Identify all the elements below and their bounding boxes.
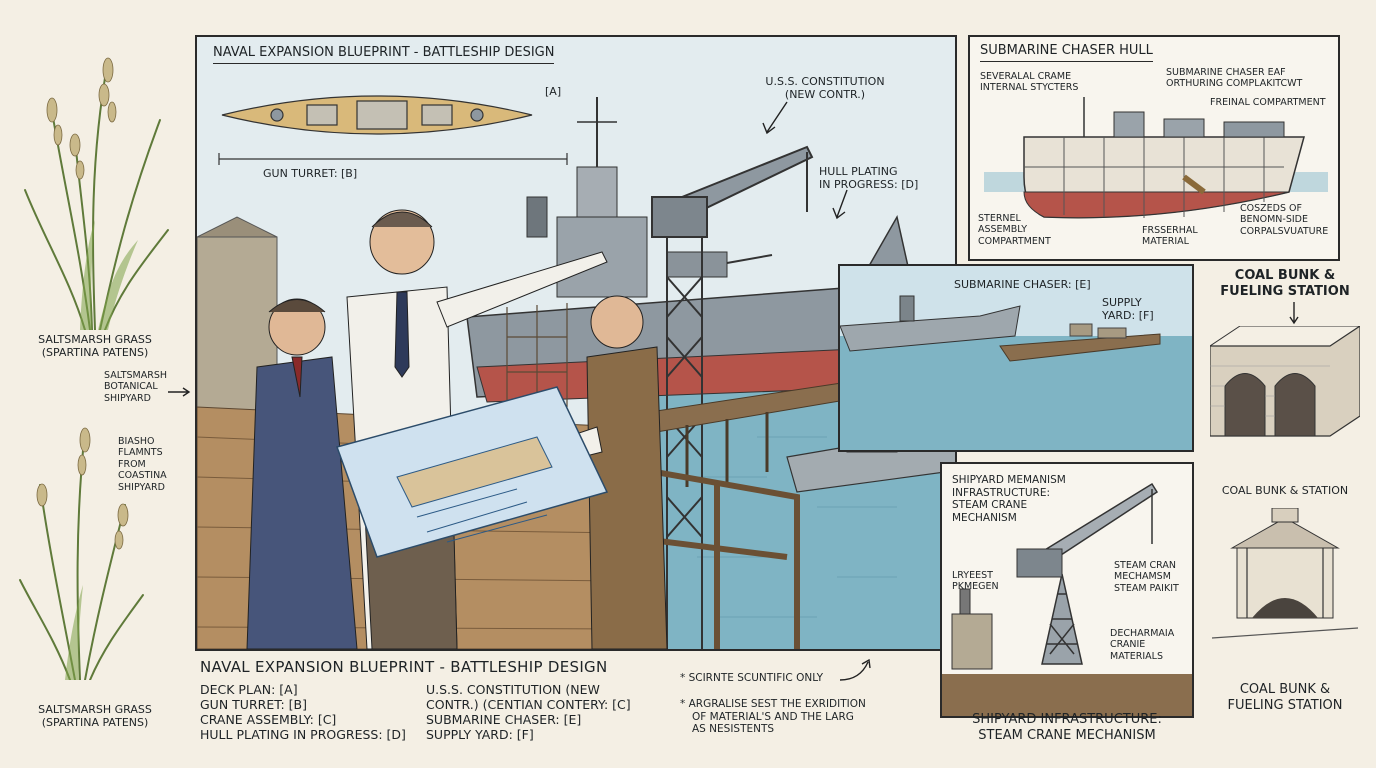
chaser-hull-panel: SUBMARINE CHASER HULL SEVERALAL CRAME IN…	[968, 35, 1340, 261]
crane-icon	[942, 482, 1192, 716]
legend-item: SUPPLY YARD: [F]	[426, 727, 534, 742]
crane-left-label: LRYEEST PKMEGEN	[952, 570, 999, 593]
chaser-label-2: SUBMARINE CHASER EAF ORTHURING COMPLAKIT…	[1166, 67, 1303, 90]
coal-middle-caption: COAL BUNK & STATION	[1221, 484, 1349, 497]
main-panel-title: NAVAL EXPANSION BLUEPRINT - BATTLESHIP D…	[213, 45, 555, 64]
chaser-hull-cutaway	[984, 97, 1328, 219]
chaser-label-3: FREINAL COMPARTMENT	[1210, 97, 1326, 108]
botanical-shipyard-label: SALTSMARSH BOTANICAL SHIPYARD	[104, 370, 167, 404]
arrow-icon	[839, 658, 871, 681]
sub-chaser-inset: SUBMARINE CHASER: [E] SUPPLY YARD: [F]	[838, 264, 1194, 452]
legend-item: SUBMARINE CHASER: [E]	[426, 712, 582, 727]
legend-title: NAVAL EXPANSION BLUEPRINT - BATTLESHIP D…	[200, 658, 608, 676]
battleship-icon	[221, 95, 533, 135]
grass-bottom-caption: SALTSMARSH GRASS (SPARTINA PATENS)	[38, 703, 152, 730]
legend: NAVAL EXPANSION BLUEPRINT - BATTLESHIP D…	[198, 658, 668, 758]
figure-left	[246, 298, 358, 649]
left-column: SALTSMARSH GRASS (SPARTINA PATENS) SALTS…	[0, 0, 191, 768]
crane-right-label-2: DECHARMAIA CRANIE MATERIALS	[1110, 628, 1175, 662]
grass-icon-bottom	[19, 427, 144, 680]
coal-top-caption: COAL BUNK & FUELING STATION	[1220, 268, 1350, 299]
gun-turret-label: GUN TURRET: [B]	[263, 167, 358, 180]
chaser-label-4: STERNEL ASSEMBLY COMPARTMENT	[978, 213, 1051, 247]
grass-icon-top	[24, 57, 169, 330]
note-1: * SCIRNTE SCUNTIFIC ONLY	[680, 672, 824, 684]
coal-bottom-caption: COAL BUNK & FUELING STATION	[1227, 682, 1343, 713]
supply-yard-label: SUPPLY YARD: [F]	[1102, 296, 1154, 323]
coal-bunker-icon	[1210, 326, 1360, 437]
arrow-icon	[168, 387, 191, 397]
hull-plating-label: HULL PLATING IN PROGRESS: [D]	[819, 165, 919, 192]
chaser-label-5: FRSSERHAL MATERIAL	[1142, 225, 1198, 248]
main-scene-panel: NAVAL EXPANSION BLUEPRINT - BATTLESHIP D…	[195, 35, 957, 651]
crane-header: SHIPYARD MEMANISM INFRASTRUCTURE: STEAM …	[952, 474, 1066, 524]
legend-item: DECK PLAN: [A]	[200, 682, 298, 697]
crane-icon	[651, 145, 814, 649]
crane-footer-caption: SHIPYARD INFRASTRUCTURE: STEAM CRANE MEC…	[972, 712, 1162, 743]
chaser-panel-title: SUBMARINE CHASER HULL	[980, 43, 1153, 62]
chaser-label-6: COSZEDS OF BENOMN-SIDE CORPALSVUATURE	[1240, 203, 1329, 237]
legend-item: CRANE ASSEMBLY: [C]	[200, 712, 337, 727]
chaser-label-1: SEVERALAL CRAME INTERNAL STYCTERS	[980, 71, 1079, 94]
legend-item: U.S.S. CONSTITUTION (NEW	[426, 682, 600, 697]
legend-col-2: U.S.S. CONSTITUTION (NEW CONTR.) (CENTIA…	[426, 682, 631, 742]
constitution-label: U.S.S. CONSTITUTION (NEW CONTR.)	[765, 75, 885, 102]
legend-item: CONTR.) (CENTIAN CONTERY: [C]	[426, 697, 631, 712]
crane-right-label-1: STEAM CRAN MECHAMSM STEAM PAIKIT	[1114, 560, 1179, 594]
label-a: [A]	[545, 85, 562, 98]
legend-item: GUN TURRET: [B]	[200, 697, 307, 712]
steam-crane-panel: SHIPYARD MEMANISM INFRASTRUCTURE: STEAM …	[940, 462, 1194, 718]
legend-col-1: DECK PLAN: [A] GUN TURRET: [B] CRANE ASS…	[200, 682, 406, 742]
grass-top-caption: SALTSMARSH GRASS (SPARTINA PATENS)	[38, 333, 152, 360]
sub-chaser-label: SUBMARINE CHASER: [E]	[954, 278, 1091, 291]
legend-item: HULL PLATING IN PROGRESS: [D]	[200, 727, 406, 742]
arrow-icon	[1289, 302, 1299, 325]
coal-column: COAL BUNK & FUELING STATION COAL BUNK & …	[1200, 264, 1370, 744]
note-2: * ARGRALISE SEST THE EXRIDITION OF MATER…	[680, 698, 866, 736]
supply-yard-scene	[840, 295, 1192, 450]
biasho-label: BIASHO FLAMNTS FROM COASTINA SHIPYARD	[118, 436, 167, 493]
pavilion-icon	[1212, 508, 1358, 639]
